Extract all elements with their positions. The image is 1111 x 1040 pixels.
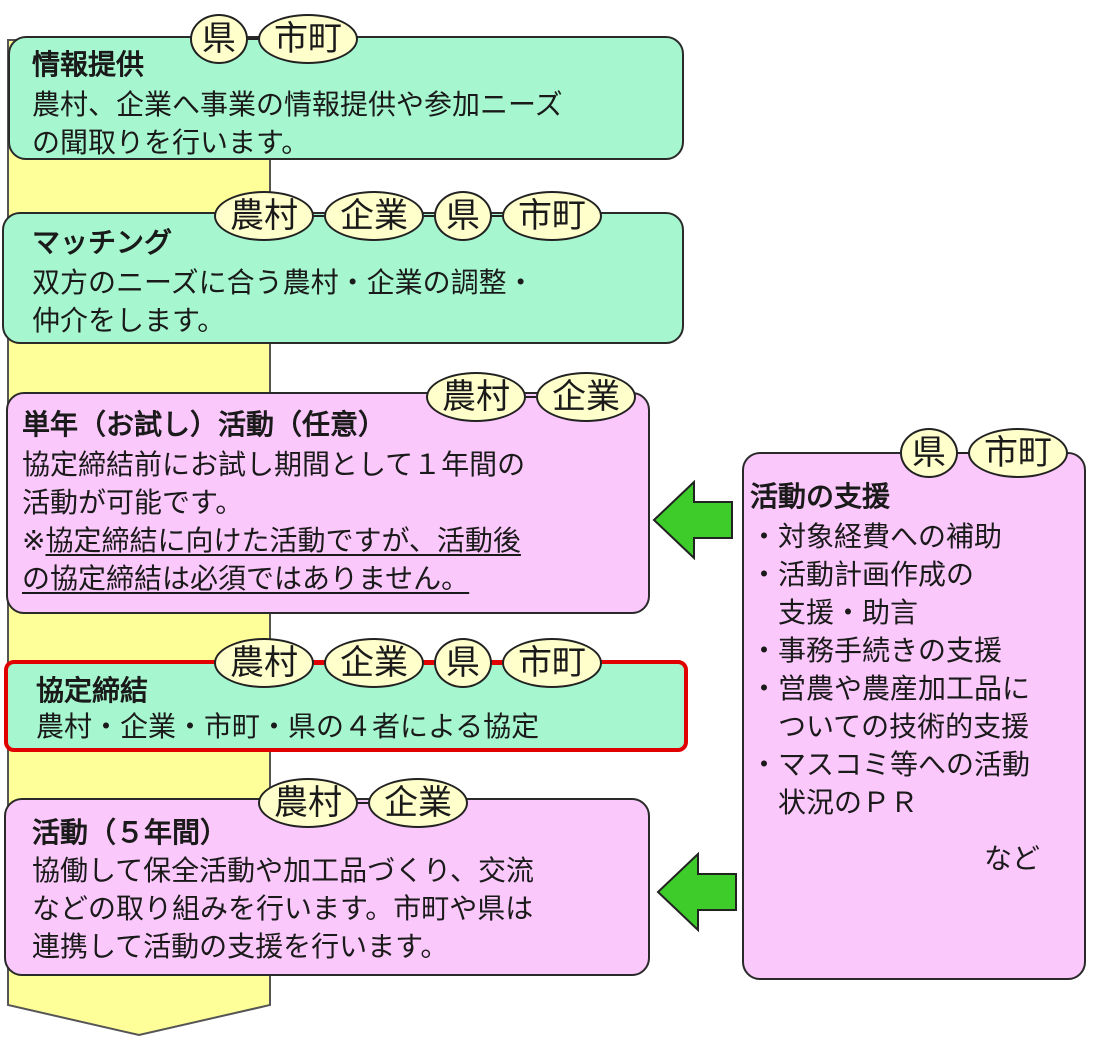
list-item: ・営農や農産加工品に — [750, 672, 1031, 705]
step-trial-activity: 単年（お試し）活動（任意） 協定締結前にお試し期間として１年間の 活動が可能です… — [6, 392, 650, 614]
tag-city: 市町 — [258, 14, 358, 64]
tag-company: 企業 — [368, 778, 468, 828]
tag-city: 市町 — [502, 638, 602, 688]
list-item: ・活動計画作成の — [750, 558, 975, 591]
step-description: 協定締結前にお試し期間として１年間の 活動が可能です。 ※協定締結に向けた活動で… — [22, 448, 526, 595]
arrow-left-icon — [656, 852, 737, 932]
step-title: 情報提供 — [32, 48, 145, 81]
tag-city: 市町 — [968, 428, 1068, 478]
support-tail: など — [984, 842, 1041, 875]
support-title: 活動の支援 — [750, 480, 891, 513]
list-item: ついての技術的支援 — [750, 710, 1030, 743]
tag-city: 市町 — [502, 191, 602, 241]
step-note: ※協定締結に向けた活動ですが、活動後 — [22, 524, 521, 557]
step-description: 農村、企業へ事業の情報提供や参加ニーズ の聞取りを行います。 — [32, 88, 563, 159]
step-title: 協定締結 — [36, 674, 149, 707]
support-panel: 活動の支援 ・対象経費への補助 ・活動計画作成の 支援・助言 ・事務手続きの支援… — [742, 452, 1086, 980]
step-matching-tags: 農村 企業 県 市町 — [214, 191, 602, 241]
tag-prefecture: 県 — [190, 14, 248, 64]
step-information-tags: 県 市町 — [190, 14, 358, 64]
step-title: 活動（５年間） — [32, 816, 229, 849]
list-item: ・事務手続きの支援 — [750, 634, 1003, 667]
step-title: マッチング — [32, 226, 173, 259]
arrow-left-icon — [652, 480, 733, 560]
support-list: ・対象経費への補助 ・活動計画作成の 支援・助言 ・事務手続きの支援 ・営農や農… — [750, 518, 1030, 822]
tag-company: 企業 — [536, 372, 636, 422]
step-description: 双方のニーズに合う農村・企業の調整・ 仲介をします。 — [32, 266, 535, 337]
tag-company: 企業 — [324, 191, 424, 241]
support-tags: 県 市町 — [900, 428, 1068, 478]
tag-prefecture: 県 — [434, 638, 492, 688]
step-trial-tags: 農村 企業 — [426, 372, 636, 422]
step-activity-tags: 農村 企業 — [258, 778, 468, 828]
list-item: ・対象経費への補助 — [750, 520, 1003, 553]
tag-prefecture: 県 — [434, 191, 492, 241]
tag-village: 農村 — [426, 372, 526, 422]
tag-village: 農村 — [214, 638, 314, 688]
tag-company: 企業 — [324, 638, 424, 688]
tag-village: 農村 — [214, 191, 314, 241]
tag-village: 農村 — [258, 778, 358, 828]
step-information: 情報提供 農村、企業へ事業の情報提供や参加ニーズ の聞取りを行います。 — [8, 36, 684, 160]
step-description: 農村・企業・市町・県の４者による協定 — [36, 710, 540, 743]
step-agreement-tags: 農村 企業 県 市町 — [214, 638, 602, 688]
tag-prefecture: 県 — [900, 428, 958, 478]
step-activity-5years: 活動（５年間） 協働して保全活動や加工品づくり、交流 などの取り組みを行います。… — [4, 798, 650, 976]
list-item: 支援・助言 — [750, 596, 919, 629]
step-title: 単年（お試し）活動（任意） — [22, 408, 387, 441]
step-description: 協働して保全活動や加工品づくり、交流 などの取り組みを行います。市町や県は 連携… — [32, 854, 535, 963]
list-item: ・マスコミ等への活動 — [750, 748, 1031, 781]
list-item: 状況のＰＲ — [750, 786, 919, 819]
